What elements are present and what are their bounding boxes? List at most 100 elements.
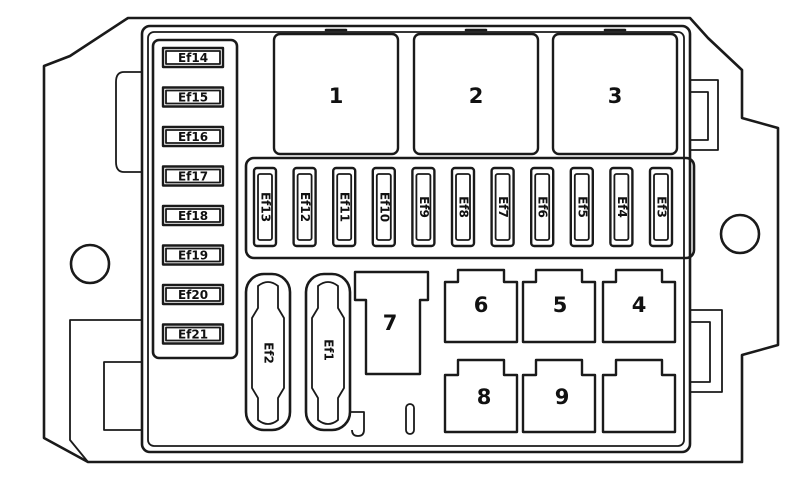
fuse-ef20-inner — [165, 287, 221, 302]
relay-2[interactable]: 2 — [412, 28, 540, 156]
left-lower-clip — [103, 361, 142, 431]
relay-3[interactable]: 3 — [551, 28, 679, 156]
fuse-ef3-body — [648, 166, 674, 248]
fuse-ef21[interactable]: Ef21 — [161, 323, 225, 345]
relay-9[interactable]: 9 — [521, 358, 597, 434]
fuse-ef20[interactable]: Ef20 — [161, 283, 225, 306]
relay-2-label: 2 — [469, 84, 484, 108]
relay-6[interactable]: 6 — [443, 268, 519, 344]
fuse-ef17[interactable]: Ef17 — [161, 165, 225, 187]
fuse-ef13-label: Ef13 — [259, 192, 273, 222]
fuse-ef17-inner — [165, 168, 221, 184]
maxi-fuse-ef1[interactable]: Ef1 — [304, 272, 352, 432]
fuse-ef10-body — [371, 166, 396, 248]
fuse-ef4-label: Ef4 — [615, 196, 629, 218]
relay-8[interactable]: 8 — [443, 358, 519, 434]
fuse-ef18[interactable]: Ef18 — [161, 204, 225, 227]
row-fuse-group: Ef13 Ef12 Ef11 Ef10 Ef9 Ef8 Ef7 Ef6 Ef5 Ef4 Ef3 — [252, 166, 674, 248]
left-upper-clip — [115, 71, 142, 173]
fuse-ef17-label: Ef17 — [178, 170, 208, 184]
fuse-ef15-inner — [165, 89, 221, 105]
fuse-row-panel — [244, 156, 696, 260]
relay-5-body — [521, 268, 597, 344]
fuse-ef16-inner — [165, 129, 221, 144]
right-mounting-hole — [719, 213, 761, 255]
fuse-ef19-body — [161, 244, 225, 266]
fuse-ef19[interactable]: Ef19 — [161, 244, 225, 266]
maxi-fuse-ef1-body — [304, 272, 352, 432]
right-lower-clip — [690, 309, 723, 393]
fuse-ef13[interactable]: Ef13 — [252, 166, 278, 248]
fuse-ef7-inner — [494, 173, 511, 241]
fuse-ef5-body — [569, 166, 594, 248]
relay-slot-empty[interactable] — [601, 358, 677, 434]
fuse-ef9-label: Ef9 — [417, 196, 431, 218]
maxi-fuse-ef1-inner — [311, 281, 345, 425]
fuse-puller-pin — [350, 411, 365, 437]
fuse-ef14[interactable]: Ef14 — [161, 46, 225, 69]
fuse-ef7[interactable]: Ef7 — [490, 166, 515, 248]
relay-4-label: 4 — [632, 293, 647, 317]
fuse-ef15-label: Ef15 — [178, 91, 208, 105]
fuse-ef18-body — [161, 204, 225, 227]
right-upper-clip-inner — [690, 91, 709, 141]
fuse-ef3[interactable]: Ef3 — [648, 166, 674, 248]
fuse-ef20-body — [161, 283, 225, 306]
relay-1[interactable]: 1 — [272, 28, 400, 156]
fuse-ef12-inner — [296, 173, 313, 241]
fuse-ef12-body — [292, 166, 317, 248]
fuse-ef11-body — [332, 166, 357, 248]
fuse-ef3-inner — [653, 173, 669, 241]
fuse-ef4-inner — [613, 173, 630, 241]
relay-4-body — [601, 268, 677, 344]
relay-3-label: 3 — [608, 84, 623, 108]
fuse-ef8-label: Ef8 — [457, 196, 471, 218]
fuse-ef9-body — [411, 166, 436, 248]
maxi-fuse-ef2-label: Ef2 — [262, 342, 276, 364]
fuse-ef11[interactable]: Ef11 — [332, 166, 357, 248]
fuse-ef6[interactable]: Ef6 — [530, 166, 555, 248]
fuse-ef9[interactable]: Ef9 — [411, 166, 436, 248]
relay-8-body — [443, 358, 519, 434]
fuse-ef11-inner — [336, 173, 353, 241]
left-fuse-column — [151, 38, 239, 360]
relay-1-body — [272, 32, 400, 156]
fuse-ef5[interactable]: Ef5 — [569, 166, 594, 248]
fuse-ef6-body — [530, 166, 555, 248]
inner-panel-rim — [147, 31, 685, 447]
relay-7[interactable]: 7 — [353, 270, 430, 376]
fuse-ef21-label: Ef21 — [178, 328, 208, 342]
relay-2-body — [412, 32, 540, 156]
fuse-ef8[interactable]: Ef8 — [450, 166, 476, 248]
relay-5[interactable]: 5 — [521, 268, 597, 344]
relay-5-label: 5 — [553, 293, 568, 317]
fuse-ef21-body — [161, 323, 225, 345]
fuse-ef6-inner — [534, 173, 551, 241]
maxi-fuse-ef2[interactable]: Ef2 — [244, 272, 292, 432]
maxi-fuse-ef2-body — [244, 272, 292, 432]
relay-9-label: 9 — [555, 385, 570, 409]
fuse-ef15[interactable]: Ef15 — [161, 86, 225, 108]
fuse-ef16-label: Ef16 — [178, 130, 208, 144]
fuse-ef7-label: Ef7 — [496, 196, 510, 218]
fuse-ef19-inner — [165, 247, 221, 263]
relay-1-label: 1 — [329, 84, 344, 108]
fuse-ef16-body — [161, 125, 225, 148]
fuse-ef10[interactable]: Ef10 — [371, 166, 396, 248]
relay-4[interactable]: 4 — [601, 268, 677, 344]
fuse-ef18-label: Ef18 — [178, 209, 208, 223]
fuse-ef6-label: Ef6 — [536, 196, 550, 218]
fuse-ef17-body — [161, 165, 225, 187]
inner-panel — [140, 24, 692, 454]
housing-outline — [42, 16, 780, 464]
fuse-ef14-body — [161, 46, 225, 69]
fuse-ef12[interactable]: Ef12 — [292, 166, 317, 248]
fuse-ef4[interactable]: Ef4 — [609, 166, 634, 248]
fuse-ef20-label: Ef20 — [178, 288, 208, 302]
fuse-ef14-label: Ef14 — [178, 51, 208, 65]
fuse-ef16[interactable]: Ef16 — [161, 125, 225, 148]
fuse-ef13-inner — [257, 173, 273, 241]
right-upper-clip — [690, 79, 719, 151]
relay-6-label: 6 — [474, 293, 489, 317]
